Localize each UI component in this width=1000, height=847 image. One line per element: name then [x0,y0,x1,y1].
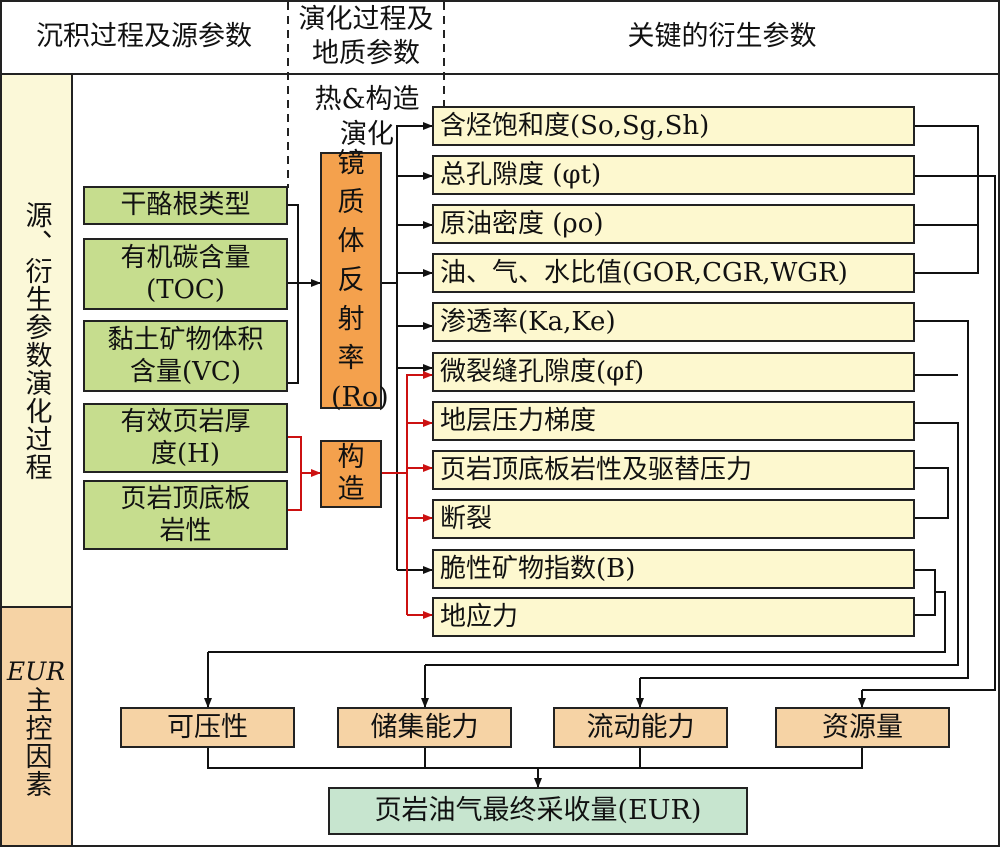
vitrinite-reflectance-box: 镜质体反射率(Ro) [320,148,389,413]
header-evolution: 演化过程及地质参数 [288,0,444,74]
source-shale-thickness: 有效页岩厚度(H) [83,403,288,473]
tectonic-box: 构造 [320,440,382,508]
band-eur-prefix: EUR [6,656,66,686]
factor-flow-capacity: 流动能力 [553,707,728,748]
band-eur-suffix: 主控因素 [20,685,52,798]
source-clay-volume: 黏土矿物体积含量(VC) [83,320,288,392]
derived-oil-density: 原油密度 (ρo) [432,204,915,244]
source-lithology-text: 页岩顶底板岩性 [120,483,251,547]
derived-microfracture-porosity: 微裂缝孔隙度(φf) [432,352,915,392]
source-roof-floor-lithology: 页岩顶底板岩性 [83,480,288,550]
header-source-params: 沉积过程及源参数 [36,21,252,53]
derived-hydrocarbon-saturation: 含烃饱和度(So,Sg,Sh) [432,106,915,146]
header-derived-params: 关键的衍生参数 [627,21,817,53]
factor-resource: 资源量 [775,707,950,748]
derived-brittleness-index: 脆性矿物指数(B) [432,549,915,589]
tectonic-text: 构造 [337,441,365,505]
source-thickness-text: 有效页岩厚度(H) [120,406,251,470]
header-evolution-text: 演化过程及地质参数 [298,4,434,69]
derived-fluid-ratios: 油、气、水比值(GOR,CGR,WGR) [432,253,915,293]
band-evolution-text: 源、衍生参数演化过程 [20,200,52,481]
thermal-tectonic-label: 热&构造演化 [292,82,442,152]
derived-pressure-gradient: 地层压力梯度 [432,401,915,441]
derived-total-porosity: 总孔隙度 (φt) [432,155,915,195]
derived-roof-floor-displacement: 页岩顶底板岩性及驱替压力 [432,450,915,490]
derived-in-situ-stress: 地应力 [432,597,915,637]
band-evolution-process: 源、衍生参数演化过程 [0,74,72,607]
eur-result-box: 页岩油气最终采收量(EUR) [328,787,748,835]
factor-fracability: 可压性 [120,707,295,748]
source-toc: 有机碳含量(TOC) [83,238,288,310]
source-toc-text: 有机碳含量(TOC) [120,242,251,306]
source-kerogen-type: 干酪根类型 [83,186,288,225]
thermal-tectonic-text: 热&构造演化 [314,84,420,151]
band-eur-factors: EUR 主控因素 [0,607,72,847]
factor-storage-capacity: 储集能力 [337,707,512,748]
vitrinite-reflectance-text: 镜质体反射率(Ro) [331,147,389,414]
derived-permeability: 渗透率(Ka,Ke) [432,302,915,342]
source-clay-text: 黏土矿物体积含量(VC) [107,324,264,388]
derived-faults: 断裂 [432,499,915,539]
